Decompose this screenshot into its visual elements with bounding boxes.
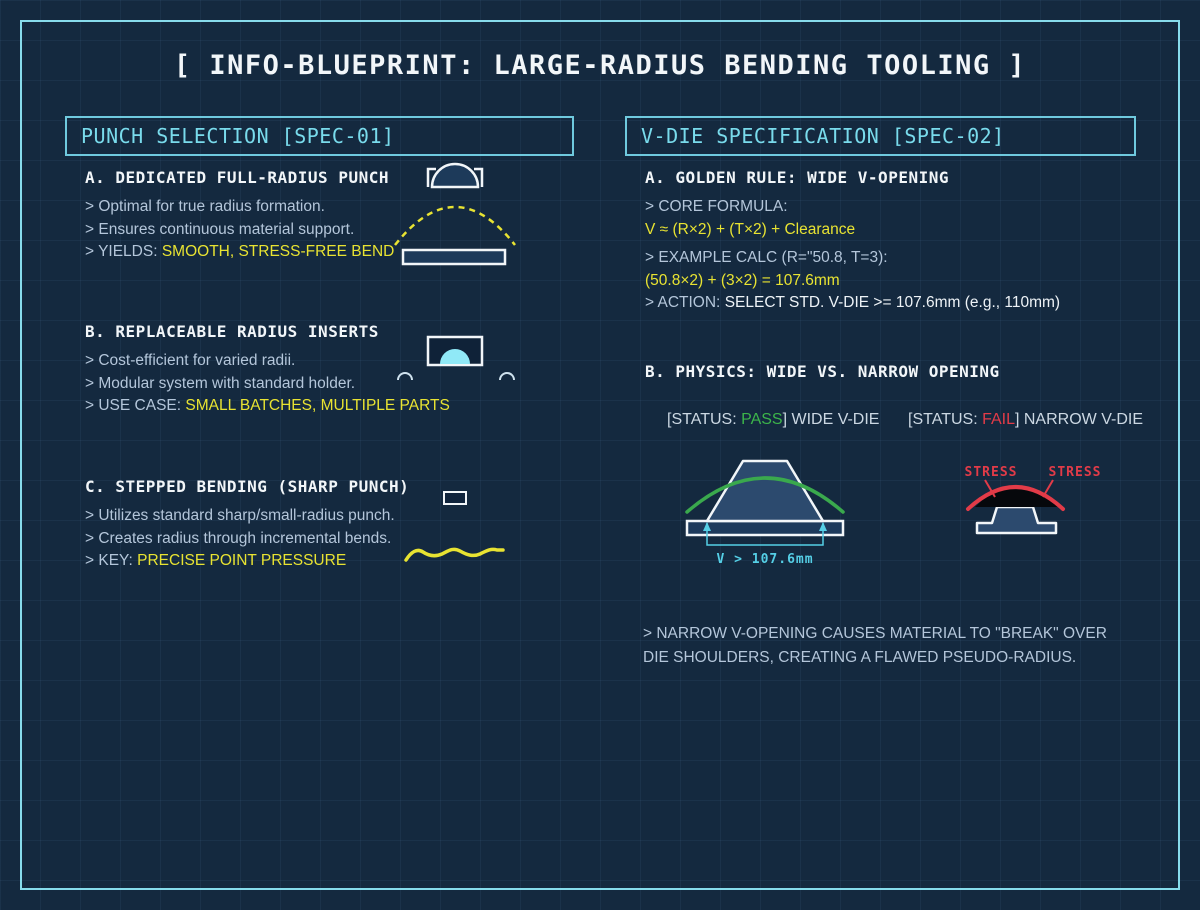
bullet-prefix: > KEY: [85,552,138,569]
action-text: SELECT STD. V-DIE >= 107.6mm (e.g., 110m… [724,294,1061,311]
status-prefix: [STATUS: [908,411,983,428]
cyan-radius-insert-icon [440,349,470,364]
punch-section-c-heading: C. STEPPED BENDING (SHARP PUNCH) [85,477,410,496]
dimension-bracket [706,523,824,546]
narrow-opening-note: > NARROW V-OPENING CAUSES MATERIAL TO "B… [643,622,1107,669]
status-prefix: [STATUS: [667,411,742,428]
bullet-line: > Modular system with standard holder. [85,374,356,392]
status-suffix: ] NARROW V-DIE [1014,411,1143,428]
smooth-material-arc-green [685,476,845,514]
vdie-panel-header-label: V-DIE SPECIFICATION [SPEC-02] [641,124,1005,148]
sharp-punch-icon [443,491,467,505]
vdie-section-a: A. GOLDEN RULE: WIDE V-OPENING > CORE FO… [645,168,1060,315]
stressed-material-arc-red [966,485,1065,511]
stress-label-left: STRESS [965,465,1018,480]
status-pass-label: [STATUS: PASS] WIDE V-DIE [667,411,879,429]
dimension-arrow-right [819,522,827,531]
stress-leader-left [984,479,996,498]
dimension-arrow-left [703,522,711,531]
bullet-line: > Ensures continuous material support. [85,220,355,238]
narrow-die-body [975,505,1058,535]
punch-section-a: A. DEDICATED FULL-RADIUS PUNCH > Optimal… [85,168,394,264]
spare-insert-left-icon [397,372,413,381]
punch-panel-header: PUNCH SELECTION [SPEC-01] [65,116,574,156]
example-calc: (50.8×2) + (3×2) = 107.6mm [645,271,840,289]
radius-insert-diagram [397,335,515,381]
note-line-2: DIE SHOULDERS, CREATING A FLAWED PSEUDO-… [643,648,1077,666]
bullet-line: > Cost-efficient for varied radii. [85,352,296,369]
bullet-line: > Creates radius through incremental ben… [85,529,392,547]
example-calc-label: > EXAMPLE CALC (R="50.8, T=3): [645,249,888,266]
bullet-highlight: SMOOTH, STRESS-FREE BEND [161,243,395,260]
bullet-line: > Optimal for true radius formation. [85,198,325,215]
bullet-highlight: PRECISE POINT PRESSURE [137,552,347,569]
dimension-label: V > 107.6mm [716,552,813,567]
wide-die-body [705,459,825,523]
stress-leader-right [1042,479,1054,498]
core-formula-label: > CORE FORMULA: [645,198,788,215]
status-fail-value: FAIL [982,411,1015,428]
vdie-section-a-heading: A. GOLDEN RULE: WIDE V-OPENING [645,168,949,187]
spare-insert-right-icon [499,372,515,381]
bullet-line: > Utilizes standard sharp/small-radius p… [85,507,395,524]
stress-label-right: STRESS [1049,465,1102,480]
bullet-prefix: > YIELDS: [85,243,162,260]
bullet-line: > USE CASE: SMALL BATCHES, MULTIPLE PART… [85,395,450,418]
punch-section-b: B. REPLACEABLE RADIUS INSERTS > Cost-eff… [85,322,450,418]
punch-shoulder-right-icon [474,167,484,187]
material-sheet-icon [401,248,507,266]
bullet-highlight: SMALL BATCHES, MULTIPLE PARTS [185,397,450,414]
wide-die-base-bar [685,519,845,537]
action-prefix: > ACTION: [645,294,725,311]
punch-section-c: C. STEPPED BENDING (SHARP PUNCH) > Utili… [85,477,409,573]
smooth-bend-dashed-arc [394,205,516,246]
vdie-section-b-heading: B. PHYSICS: WIDE VS. NARROW OPENING [645,362,1000,381]
punch-shoulder-left-icon [426,167,436,187]
note-line-1: > NARROW V-OPENING CAUSES MATERIAL TO "B… [643,625,1107,642]
vdie-comparison-diagram: V > 107.6mm STRESS STRESS [685,459,1102,567]
action-line: > ACTION: SELECT STD. V-DIE >= 107.6mm (… [645,292,1060,315]
status-pass-value: PASS [741,411,783,428]
punch-section-b-heading: B. REPLACEABLE RADIUS INSERTS [85,322,379,341]
status-fail-label: [STATUS: FAIL] NARROW V-DIE [908,411,1143,429]
vdie-panel-header: V-DIE SPECIFICATION [SPEC-02] [625,116,1136,156]
full-radius-punch-diagram [394,162,516,266]
vdie-section-b: B. PHYSICS: WIDE VS. NARROW OPENING [645,362,1000,390]
bullet-prefix: > USE CASE: [85,397,186,414]
incremental-bend-squiggle [404,547,505,562]
status-suffix: ] WIDE V-DIE [782,411,880,428]
page-title: [ INFO-BLUEPRINT: LARGE-RADIUS BENDING T… [173,50,1027,81]
bullet-line: > YIELDS: SMOOTH, STRESS-FREE BEND [85,241,394,264]
punch-section-a-heading: A. DEDICATED FULL-RADIUS PUNCH [85,168,389,187]
core-formula: V ≈ (R×2) + (T×2) + Clearance [645,220,856,238]
stepped-bending-diagram [404,491,505,562]
bullet-line: > KEY: PRECISE POINT PRESSURE [85,550,409,573]
punch-dome-icon [430,162,480,189]
punch-panel-header-label: PUNCH SELECTION [SPEC-01] [81,124,395,148]
